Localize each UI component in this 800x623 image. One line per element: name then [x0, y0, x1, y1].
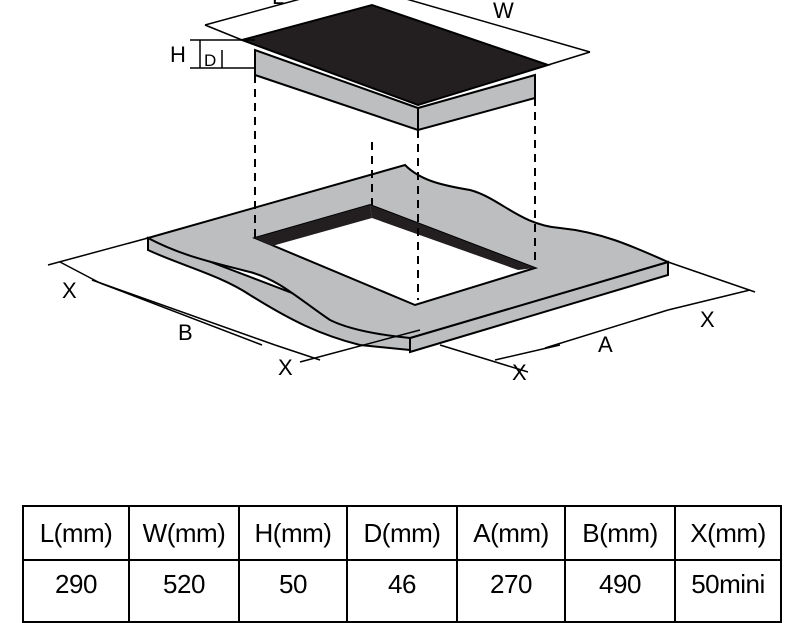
table-cell: 270: [456, 559, 566, 623]
table-header: W(mm): [128, 505, 240, 561]
table-cell: 50mini: [674, 559, 782, 623]
label-d: D: [204, 51, 216, 70]
table-header: A(mm): [456, 505, 566, 561]
dimension-lines: [47, 0, 756, 373]
projection-lines: [254, 75, 536, 300]
label-a: A: [598, 332, 613, 357]
table-header: L(mm): [22, 505, 130, 561]
hob-body: [238, 3, 552, 132]
table-cell: 520: [128, 559, 240, 623]
table-cell: 50: [238, 559, 348, 623]
label-x-right: X: [700, 307, 715, 332]
table-header: H(mm): [238, 505, 348, 561]
dimensions-table: L(mm) W(mm) H(mm) D(mm) A(mm) B(mm) X(mm…: [22, 505, 782, 623]
table-header: X(mm): [674, 505, 782, 561]
label-x-bottom-left: X: [278, 355, 293, 380]
label-x-bottom-right: X: [512, 360, 527, 385]
countertop: [145, 163, 671, 354]
label-x-left: X: [62, 278, 77, 303]
table-header-row: L(mm) W(mm) H(mm) D(mm) A(mm) B(mm) X(mm…: [22, 505, 782, 561]
label-b: B: [178, 320, 193, 345]
table-cell: 46: [346, 559, 458, 623]
table-header: B(mm): [564, 505, 676, 561]
table-cell: 290: [22, 559, 130, 623]
label-h: H: [170, 42, 186, 67]
table-header: D(mm): [346, 505, 458, 561]
table-cell: 490: [564, 559, 676, 623]
table-row: 290 520 50 46 270 490 50mini: [22, 559, 782, 623]
label-l: L: [272, 0, 284, 9]
installation-diagram: L W H D X B X X A X: [47, 0, 756, 385]
label-w: W: [493, 0, 514, 23]
